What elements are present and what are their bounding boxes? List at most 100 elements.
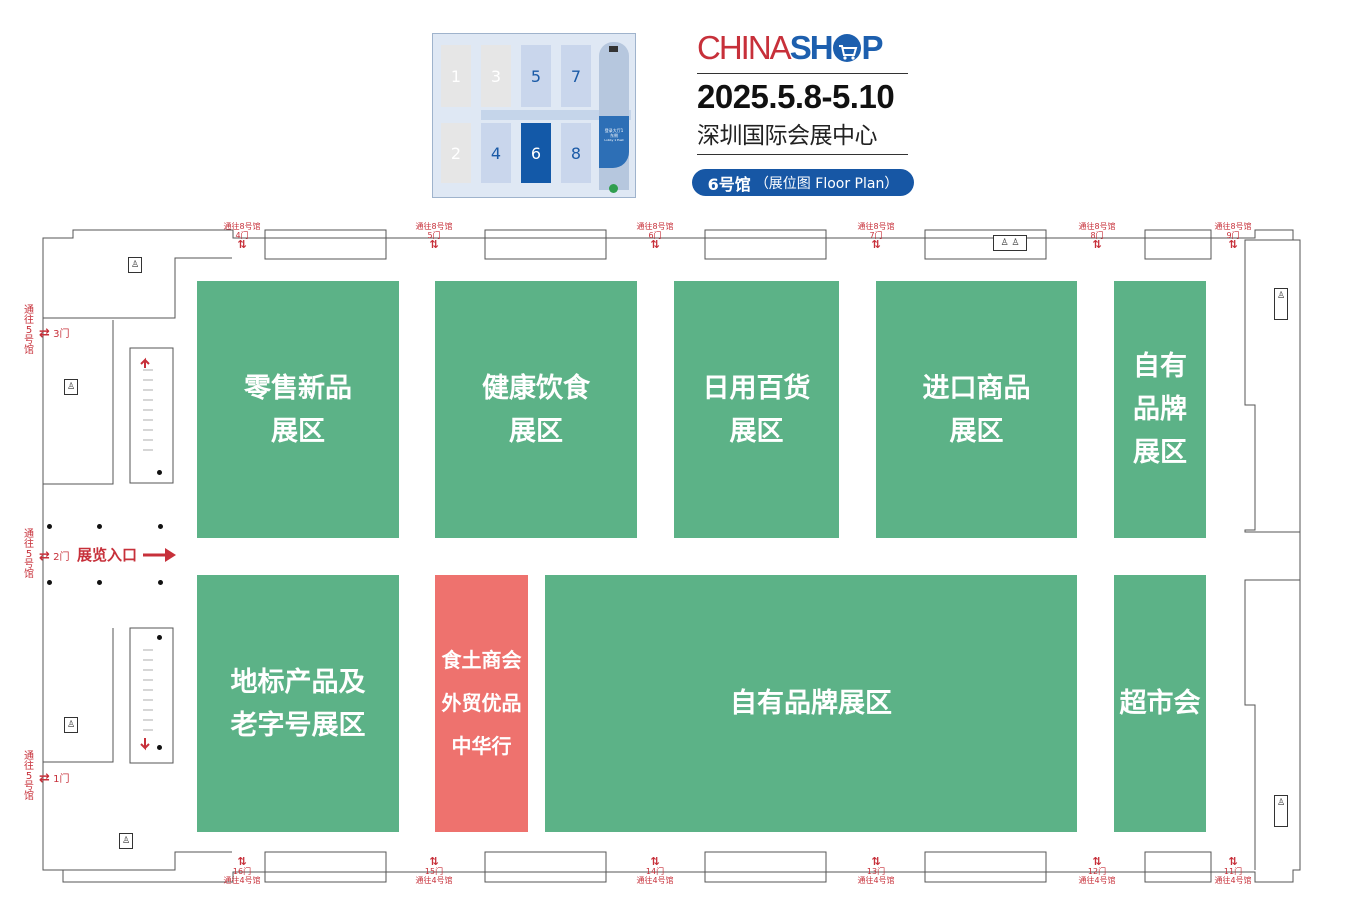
side-destination-2: 通往5号馆: [24, 529, 34, 580]
pillar: [47, 580, 52, 585]
booth-supermarket[interactable]: 超市会: [1114, 575, 1206, 832]
mini-hall-8: 8: [561, 123, 591, 183]
booth-own-brand-top[interactable]: 自有 品牌 展区: [1114, 281, 1206, 538]
mini-hall-3: 3: [481, 45, 511, 107]
booth-label: 日用百货 展区: [702, 372, 811, 447]
door-destination: 通往8号馆: [223, 222, 261, 231]
door-number: 1门: [53, 774, 70, 785]
door-number: 7门: [869, 231, 883, 240]
door-number: 2门: [53, 552, 70, 563]
two-way-arrow-icon: ⇅: [650, 238, 660, 251]
booth-imported-goods[interactable]: 进口商品 展区: [876, 281, 1077, 538]
restroom-icon: ♙: [64, 379, 78, 395]
booth-label: 自有品牌展区: [730, 688, 892, 719]
pillar: [157, 745, 162, 750]
door-destination: 通往4号馆: [1214, 876, 1252, 885]
door-15[interactable]: ⇅15门通往4号馆: [414, 855, 454, 885]
door-number: 6门: [648, 231, 662, 240]
two-way-arrow-icon: ⇅: [429, 238, 439, 251]
mini-hall-1: 1: [441, 45, 471, 107]
pillar: [97, 580, 102, 585]
hall-badge: 6号馆 （展位图 Floor Plan）: [692, 169, 914, 196]
two-way-arrow-icon: ⇅: [1092, 855, 1102, 868]
two-way-arrow-icon: ⇅: [1092, 238, 1102, 251]
mini-hall-7: 7: [561, 45, 591, 107]
mini-hall-5: 5: [521, 45, 551, 107]
door-destination: 通往4号馆: [636, 876, 674, 885]
door-12[interactable]: ⇅12门通往4号馆: [1077, 855, 1117, 885]
booth-healthy-food[interactable]: 健康饮食 展区: [435, 281, 637, 538]
door-number: 5门: [427, 231, 441, 240]
pillar: [158, 524, 163, 529]
door-3[interactable]: ⇄ 3门: [39, 325, 69, 341]
two-way-arrow-icon: ⇄: [39, 326, 50, 341]
event-dates: 2025.5.8-5.10: [697, 78, 895, 115]
booth-own-brand-main[interactable]: 自有品牌展区: [545, 575, 1077, 832]
door-number: 14门: [645, 867, 665, 876]
door-destination: 通往4号馆: [223, 876, 261, 885]
two-way-arrow-icon: ⇄: [39, 771, 50, 786]
mini-hall-2: 2: [441, 123, 471, 183]
door-destination: 通往8号馆: [1078, 222, 1116, 231]
door-number: 3门: [53, 329, 70, 340]
door-destination: 通往4号馆: [857, 876, 895, 885]
booth-label: 健康饮食 展区: [482, 372, 590, 447]
booth-retail-new-products[interactable]: 零售新品 展区: [197, 281, 399, 538]
mini-hall-4: 4: [481, 123, 511, 183]
two-way-arrow-icon: ⇅: [871, 238, 881, 251]
door-11[interactable]: ⇅11门通往4号馆: [1213, 856, 1253, 885]
door-14[interactable]: ⇅14门通往4号馆: [635, 855, 675, 885]
two-way-arrow-icon: ⇅: [650, 855, 660, 868]
booth-label: 自有 品牌 展区: [1133, 351, 1187, 468]
booth-landmark-heritage[interactable]: 地标产品及 老字号展区: [197, 575, 399, 832]
door-number: 16门: [232, 867, 252, 876]
hall-number: 6号馆: [707, 174, 751, 194]
restroom-icon: ♙: [1274, 288, 1288, 320]
booth-label: 超市会: [1119, 688, 1201, 719]
door-number: 4门: [235, 231, 249, 240]
exhibition-entrance-label: 展览入口: [77, 546, 138, 564]
pillar: [157, 470, 162, 475]
door-number: 13门: [866, 867, 886, 876]
booth-label: 地标产品及 老字号展区: [230, 666, 366, 741]
two-way-arrow-icon: ⇅: [871, 855, 881, 868]
door-number: 11门: [1223, 867, 1243, 876]
mini-lobby-label-en: Lobby 1 East: [604, 138, 624, 142]
booth-label: 进口商品 展区: [922, 372, 1031, 447]
door-number: 15门: [424, 867, 444, 876]
door-number: 8门: [1090, 231, 1104, 240]
booth-label: 食土商会 外贸优品 中华行: [441, 648, 522, 758]
booth-chamber-foreign-trade[interactable]: 食土商会 外贸优品 中华行: [435, 575, 528, 832]
door-13[interactable]: ⇅13门通往4号馆: [856, 855, 896, 885]
door-destination: 通往4号馆: [1078, 876, 1116, 885]
logo-shop-p: P: [861, 29, 884, 66]
logo-shop-sh: SH: [789, 29, 834, 66]
mini-lobby-label: 登录大厅1 东侧: [604, 128, 624, 138]
side-destination-3: 通往5号馆: [24, 305, 34, 356]
exit-icon: [609, 184, 618, 193]
booth-daily-goods[interactable]: 日用百货 展区: [674, 281, 839, 538]
door-number: 9门: [1226, 231, 1240, 240]
pillar: [97, 524, 102, 529]
door-destination: 通往8号馆: [415, 222, 453, 231]
door-2[interactable]: ⇄ 2门: [39, 548, 69, 564]
mini-lobby-1-east: 登录大厅1 东侧 Lobby 1 East: [599, 116, 629, 168]
pillar: [47, 524, 52, 529]
two-way-arrow-icon: ⇅: [429, 855, 439, 868]
door-1[interactable]: ⇄ 1门: [39, 770, 69, 786]
plan-label: （展位图 Floor Plan）: [754, 175, 899, 192]
header-rule-top: [697, 73, 908, 74]
header-rule-bottom: [697, 154, 908, 155]
door-destination: 通往8号馆: [1214, 222, 1252, 231]
door-destination: 通往8号馆: [636, 222, 674, 231]
door-number: 12门: [1087, 867, 1107, 876]
door-16[interactable]: ⇅16门通往4号馆: [222, 856, 262, 885]
